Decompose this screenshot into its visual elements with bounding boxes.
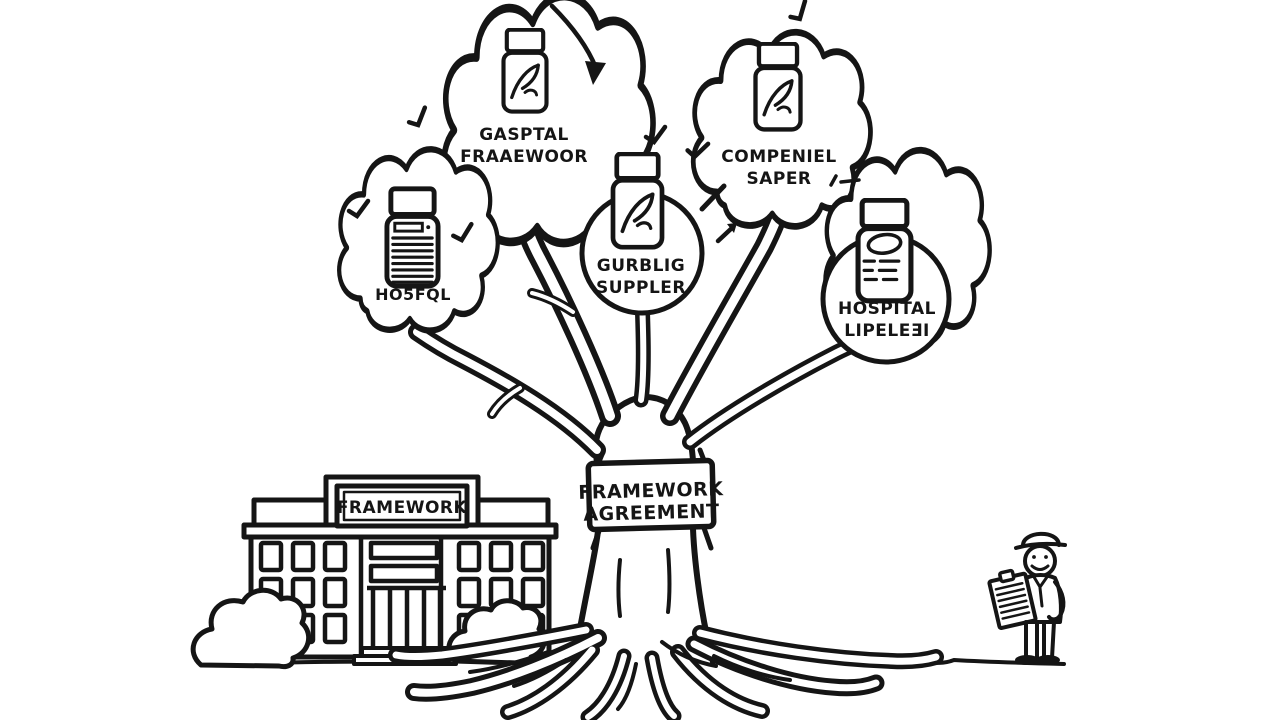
trunk-sign: FRAMEWORK AGREEMENT <box>578 447 725 551</box>
node-label: HOSPITAL <box>838 299 936 319</box>
sketch-dash <box>839 178 861 184</box>
person-legs <box>1024 620 1056 660</box>
bush-left <box>190 587 312 670</box>
pill-bottle-notes-icon <box>858 200 911 301</box>
node-label: SUPPLER <box>596 278 686 298</box>
building-columns <box>367 585 446 648</box>
person-shoe <box>1015 655 1039 665</box>
office-building: FRAMEWORK <box>241 474 559 666</box>
person-right-arm <box>1047 580 1066 622</box>
building-sign-label: FRAMEWORK <box>337 498 468 518</box>
node-label: LIPELEƎI <box>844 321 930 341</box>
building-sign: FRAMEWORK <box>334 483 470 529</box>
pill-bottle-icon <box>613 154 662 247</box>
framework-agreement-sign-line1: FRAMEWORK <box>578 478 724 504</box>
sky-extras <box>349 1 861 244</box>
tree-roots <box>388 622 944 720</box>
pill-bottle-icon <box>504 30 547 112</box>
person-shoe <box>1036 655 1060 665</box>
framework-agreement-sign-line2: AGREEMENT <box>583 500 720 526</box>
node-label: GURBLIG <box>597 256 685 276</box>
person-head <box>1023 544 1057 578</box>
arrow-up-icon <box>715 224 736 244</box>
node-labels: GASPTAL FRAAEWOOR COMPENIEL SAPER GURBLI… <box>375 125 936 341</box>
node-label: FRAAEWOOR <box>460 147 588 167</box>
bird-icon <box>406 108 428 127</box>
stick-figure-person <box>987 531 1067 665</box>
clipboard-icon <box>987 568 1038 631</box>
bird-icon <box>787 1 810 22</box>
node-label: GASPTAL <box>479 125 569 145</box>
node-label: HO5FQL <box>375 285 451 304</box>
node-label: COMPENIEL <box>721 147 836 167</box>
pill-bottle-icon <box>756 44 801 130</box>
pill-bottle-striped-icon <box>387 189 438 286</box>
sketch-dash <box>829 174 838 187</box>
sketch-dash <box>699 183 727 212</box>
node-label: SAPER <box>746 169 811 189</box>
